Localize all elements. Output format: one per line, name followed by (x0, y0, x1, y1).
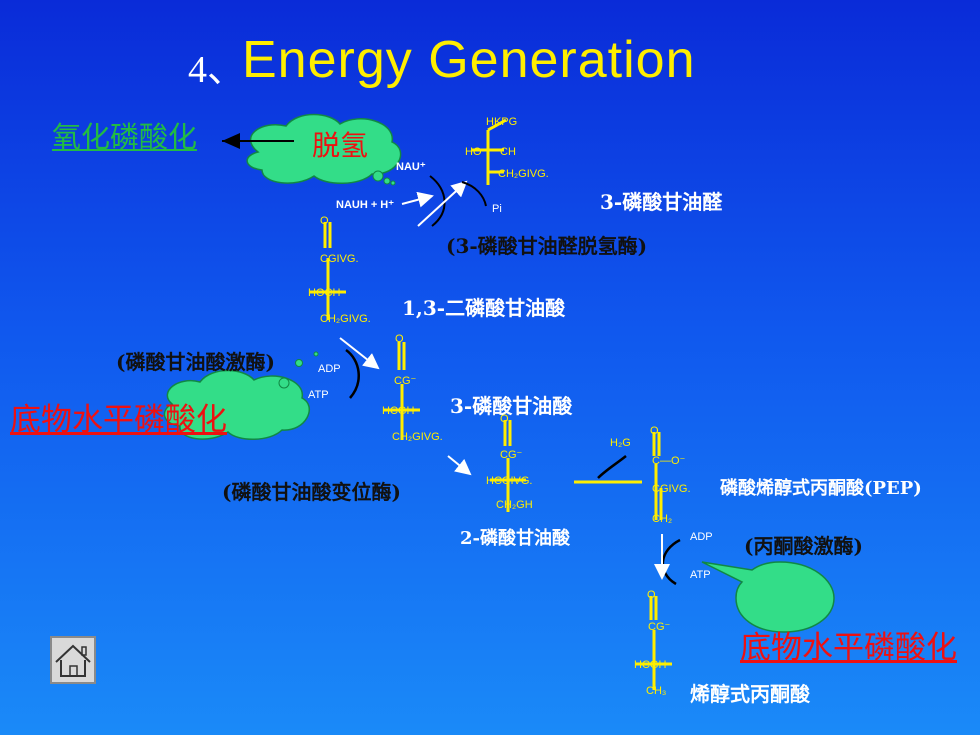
svg-text:O: O (320, 215, 329, 227)
svg-text:CH₂: CH₂ (652, 513, 672, 525)
cloud-dehydrogenation (246, 113, 402, 186)
reaction-arrows-4: H₂G (574, 437, 642, 484)
svg-text:CGIVG.: CGIVG. (652, 483, 691, 495)
metabolite-3pg: 3-磷酸甘油酸 (450, 394, 573, 418)
structure-enolpyruvate: O CG⁻ HCGH CH₃ (634, 589, 672, 697)
substrate-phosphorylation-link-1[interactable]: 底物水平磷酸化 (10, 402, 227, 438)
svg-text:CH₂GIVG.: CH₂GIVG. (498, 168, 549, 180)
home-button[interactable] (50, 636, 96, 684)
svg-text:CGIVG.: CGIVG. (320, 253, 359, 265)
dehydrogenation-label: 脱氢 (312, 129, 369, 162)
svg-text:ATP: ATP (690, 569, 711, 581)
callout-substrate-2 (701, 561, 835, 633)
svg-text:CH: CH (500, 146, 516, 158)
svg-text:HOCH: HOCH (308, 287, 340, 299)
svg-text:Pi: Pi (492, 203, 502, 215)
svg-text:HO: HO (465, 146, 482, 158)
svg-text:HKPG: HKPG (486, 116, 517, 128)
metabolite-pep: 磷酸烯醇式丙酮酸(PEP) (720, 478, 922, 499)
svg-text:ATP: ATP (308, 389, 329, 401)
svg-text:CH₂GIVG.: CH₂GIVG. (392, 431, 443, 443)
reaction-arrows-5: ADP ATP (654, 531, 713, 586)
home-icon (55, 644, 91, 677)
svg-text:HCGIVG.: HCGIVG. (486, 475, 532, 487)
structure-2pg: O CG⁻ HCGIVG. CH₂GH (486, 413, 533, 512)
structure-3pg: O CG⁻ HCGH CH₂GIVG. (382, 333, 443, 443)
svg-text:NAU⁺: NAU⁺ (396, 161, 426, 173)
reaction-arrow-3 (447, 455, 472, 476)
svg-text:O: O (395, 333, 404, 345)
cloud-substrate-1 (163, 351, 319, 440)
title-number: 4、 (188, 49, 246, 91)
svg-text:CH₃: CH₃ (646, 685, 666, 697)
svg-text:CG⁻: CG⁻ (500, 449, 523, 461)
reaction-arrows-1: NAU⁺ NAUH + H⁺ Pi (336, 161, 502, 227)
enzyme-pk: (丙酮酸激酶) (744, 534, 863, 558)
substrate-phosphorylation-link-2[interactable]: 底物水平磷酸化 (740, 630, 957, 666)
enzyme-pgk: (磷酸甘油酸激酶) (116, 350, 275, 374)
metabolite-bpg: 1,3-二磷酸甘油酸 (402, 296, 566, 320)
metabolite-enolpyruvate: 烯醇式丙酮酸 (690, 682, 810, 706)
svg-text:ADP: ADP (318, 363, 341, 375)
svg-text:CG⁻: CG⁻ (394, 375, 417, 387)
metabolite-2pg: 2-磷酸甘油酸 (460, 528, 570, 549)
svg-text:H₂G: H₂G (610, 437, 631, 449)
enzyme-gapdh: (3-磷酸甘油醛脱氢酶) (446, 234, 648, 258)
svg-text:NAUH + H⁺: NAUH + H⁺ (336, 199, 394, 211)
page-title: Energy Generation (242, 31, 696, 89)
structure-pep: O C—O⁻ CGIVG. CH₂ (650, 425, 691, 525)
svg-text:O: O (647, 589, 656, 601)
svg-text:ADP: ADP (690, 531, 713, 543)
svg-text:O: O (500, 413, 509, 425)
metabolite-g3p: 3-磷酸甘油醛 (600, 190, 723, 214)
oxidative-phosphorylation-link[interactable]: 氧化磷酸化 (52, 120, 198, 154)
svg-text:HCGH: HCGH (382, 405, 414, 417)
structure-g3p: HKPG HO CH CH₂GIVG. (465, 116, 549, 185)
svg-text:HCGH: HCGH (634, 659, 666, 671)
enzyme-pgm: (磷酸甘油酸变位酶) (222, 480, 401, 504)
svg-text:CG⁻: CG⁻ (648, 621, 671, 633)
svg-text:C—O⁻: C—O⁻ (652, 455, 686, 467)
structure-bpg: O CGIVG. HOCH CH₂GIVG. (308, 215, 371, 325)
svg-text:CH₂GH: CH₂GH (496, 499, 533, 511)
svg-text:CH₂GIVG.: CH₂GIVG. (320, 313, 371, 325)
svg-text:O: O (650, 425, 659, 437)
reaction-arrows-2: ADP ATP (308, 337, 380, 401)
